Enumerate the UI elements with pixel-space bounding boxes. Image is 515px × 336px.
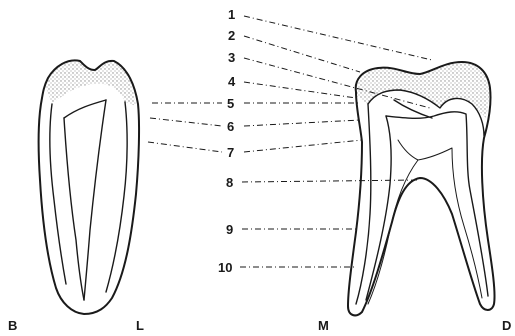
label-8: 8 bbox=[226, 175, 233, 190]
orientation-l: L bbox=[136, 318, 144, 333]
label-2: 2 bbox=[228, 28, 235, 43]
label-9: 9 bbox=[226, 222, 233, 237]
leader-7-right bbox=[244, 140, 362, 152]
right-pulp-chamber bbox=[386, 112, 488, 296]
leader-8 bbox=[242, 180, 418, 182]
left-pulp-canal-b bbox=[84, 100, 106, 300]
leader-1 bbox=[244, 16, 432, 60]
left-inner-line-buccal bbox=[50, 104, 66, 284]
label-10: 10 bbox=[218, 260, 232, 275]
orientation-b: B bbox=[8, 318, 17, 333]
label-5: 5 bbox=[227, 96, 234, 111]
label-3: 3 bbox=[228, 50, 235, 65]
leader-6-right bbox=[244, 120, 360, 126]
leader-2 bbox=[244, 36, 360, 72]
number-labels: 1 2 3 4 5 6 7 8 9 10 bbox=[218, 7, 236, 275]
orientation-d: D bbox=[502, 318, 511, 333]
leader-4 bbox=[244, 82, 356, 98]
label-1: 1 bbox=[228, 7, 235, 22]
tooth-buccal-lingual-view bbox=[39, 60, 139, 314]
leader-7-left bbox=[148, 142, 222, 152]
tooth-mesial-distal-view bbox=[348, 62, 495, 315]
right-canal-distal bbox=[418, 148, 482, 298]
orientation-labels: B L M D bbox=[8, 318, 511, 333]
left-pulp-canal-a bbox=[64, 118, 84, 300]
leader-6-left bbox=[150, 118, 222, 126]
right-pulp-diagonal bbox=[394, 100, 432, 118]
left-pulp-roof bbox=[64, 100, 106, 118]
right-enamel-cap bbox=[356, 62, 489, 118]
label-4: 4 bbox=[228, 74, 236, 89]
label-7: 7 bbox=[227, 145, 234, 160]
label-6: 6 bbox=[227, 119, 234, 134]
orientation-m: M bbox=[318, 318, 329, 333]
